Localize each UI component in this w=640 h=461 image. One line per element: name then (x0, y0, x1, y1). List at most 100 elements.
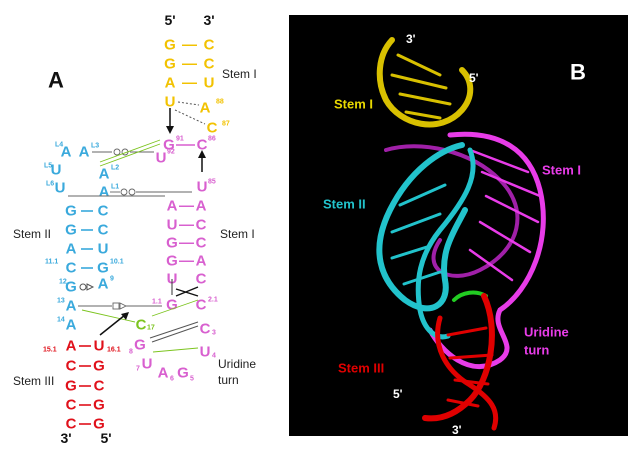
nucleotide: A (61, 144, 72, 161)
nucleotide: G (134, 337, 146, 354)
nt-number: 4 (212, 353, 216, 360)
base-pair-dash: — (179, 217, 194, 234)
nt-number: 86 (208, 136, 216, 143)
nucleotide: A (98, 276, 109, 293)
nt-number: 10.1 (110, 259, 124, 266)
base-pair-dash: — (179, 253, 194, 270)
nucleotide: U (55, 180, 66, 197)
nucleotide: G (166, 297, 178, 314)
nucleotide: U (98, 241, 109, 258)
stem-iii-nucleotides: A U C G G C C G C G 15.1 16.1 (43, 338, 121, 433)
nucleotide: G (166, 253, 178, 270)
nt-number: 11.1 (45, 259, 58, 266)
label-uridine-turn-1: Uridine (524, 325, 569, 340)
nucleotide: C (196, 271, 207, 288)
label-stem-iii: Stem III (13, 374, 54, 388)
nucleotide: C (204, 56, 215, 73)
nt-number: 92 (167, 149, 175, 156)
nucleotide: U (197, 179, 208, 196)
nucleotide: C (204, 37, 215, 54)
rna-3d-model (376, 37, 546, 431)
nucleotide: A (200, 100, 211, 117)
nucleotide: G (93, 358, 105, 375)
nucleotide: U (200, 344, 211, 361)
nucleotide: C (197, 137, 208, 154)
nucleotide: A (196, 198, 207, 215)
nucleotide: G (164, 37, 176, 54)
nucleotide: C (66, 260, 77, 277)
nucleotide: C (98, 203, 109, 220)
nt-number: 88 (216, 99, 224, 106)
nucleotide: C (136, 317, 147, 334)
nucleotide: A (158, 365, 169, 382)
nucleotide: A (99, 166, 110, 183)
nucleotide: A (99, 184, 110, 201)
end-5prime-bottom: 5' (100, 430, 111, 446)
nucleotide: C (207, 120, 218, 137)
base-pair-dash: — (182, 37, 197, 54)
nucleotide: A (196, 253, 207, 270)
nucleotide: U (51, 162, 62, 179)
bulge-nucleotide: C 17 (136, 317, 155, 334)
nucleotide: A (165, 75, 176, 92)
nucleotide: G (93, 397, 105, 414)
nucleotide: G (65, 378, 77, 395)
nucleotide: C (94, 378, 105, 395)
nucleotide: G (97, 260, 109, 277)
nucleotide: C (66, 358, 77, 375)
nt-number: 91 (176, 136, 184, 143)
nt-number: 2.1 (208, 297, 218, 304)
stem-iii-pairs (79, 345, 91, 425)
nucleotide: A (79, 144, 90, 161)
nucleotide: C (196, 297, 207, 314)
nt-number: 8 (129, 349, 133, 356)
base-pair-dash: — (179, 235, 194, 252)
end-3prime-bottom: 3' (60, 430, 71, 446)
end-3prime-top: 3' (203, 12, 214, 28)
nucleotide: A (66, 241, 77, 258)
nt-number: 9 (110, 276, 114, 283)
nucleotide: A (66, 298, 77, 315)
nucleotide: G (164, 56, 176, 73)
nt-number: L3 (91, 143, 99, 150)
label-stem-ii: Stem II (323, 197, 366, 212)
end-5prime-bottom: 5' (393, 387, 403, 401)
nt-number: 14 (57, 317, 65, 324)
nucleotide: U (156, 150, 167, 167)
nt-number: 87 (222, 121, 230, 128)
panel-b-label: B (570, 60, 586, 85)
nucleotide: G (65, 203, 77, 220)
nucleotide: G (65, 279, 77, 296)
label-uridine-turn-2: turn (524, 343, 549, 358)
nucleotide: U (204, 75, 215, 92)
end-3prime-bottom: 3' (452, 423, 462, 437)
nucleotide: U (167, 217, 178, 234)
panel-b: B Stem I Stem I Stem II Stem III Uridine… (289, 15, 628, 437)
nucleotide: G (65, 222, 77, 239)
base-pair-dash: — (182, 75, 197, 92)
stem-i-top-nucleotides: G C G C A U U A C 88 87 — — — (164, 37, 230, 137)
label-stem-iii: Stem III (338, 361, 384, 376)
end-5prime-top: 5' (469, 71, 479, 85)
nt-number: 12 (59, 279, 67, 286)
nucleotide: A (66, 338, 77, 355)
nucleotide: G (166, 235, 178, 252)
label-stem-i-top: Stem I (222, 67, 257, 81)
nt-number: 3 (212, 330, 216, 337)
nucleotide: C (66, 416, 77, 433)
nt-number: L5 (44, 163, 52, 170)
nt-number: 13 (57, 298, 65, 305)
nucleotide: U (142, 356, 153, 373)
stem-i-pink-nucleotides: G C U U A A U C G C G A U C G C C U G U … (129, 136, 218, 383)
nt-number: 85 (208, 179, 216, 186)
nt-number: L6 (46, 181, 54, 188)
nucleotide: A (66, 317, 77, 334)
nt-number: 1.1 (152, 299, 162, 306)
nt-number: L4 (55, 142, 63, 149)
nucleotide: G (93, 416, 105, 433)
nucleotide: C (196, 217, 207, 234)
nt-number: 6 (170, 376, 174, 383)
label-stem-i-mid: Stem I (220, 227, 255, 241)
nucleotide: G (177, 365, 189, 382)
